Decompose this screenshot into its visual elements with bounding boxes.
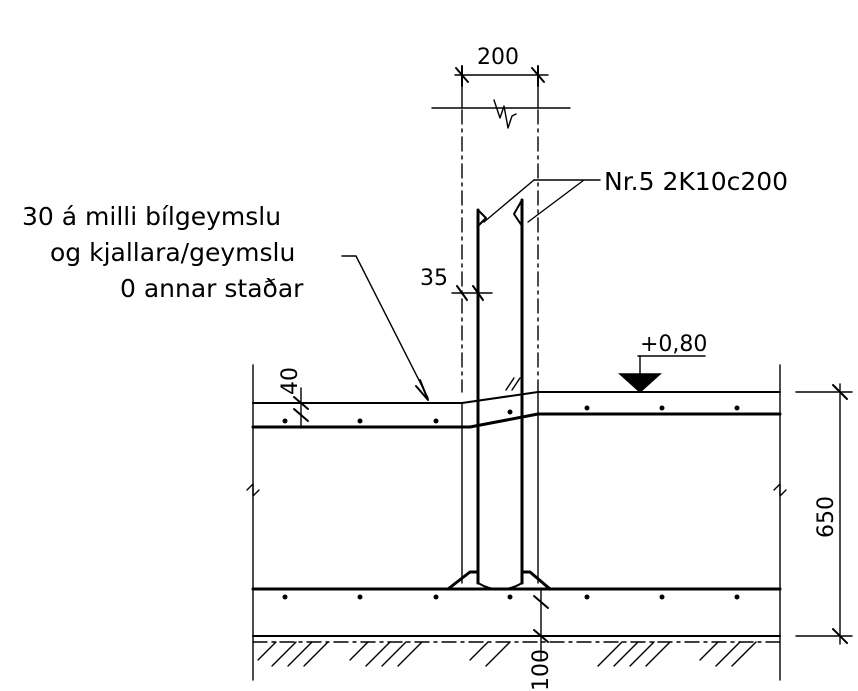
dimension-bottom: 100: [529, 588, 554, 691]
dim-100-label: 100: [529, 649, 554, 691]
dimension-slab-thickness: 650: [795, 383, 853, 645]
ground-hatch: [257, 641, 757, 667]
note-line-1: 30 á milli bílgeymslu: [22, 202, 281, 231]
dim-35-label: 35: [420, 266, 448, 291]
rebar-leader: Nr.5 2K10c200: [483, 167, 788, 223]
rebar-dots-top: [282, 405, 740, 424]
note: 30 á milli bílgeymslu og kjallara/geymsl…: [22, 202, 429, 401]
dim-40-label: 40: [278, 367, 303, 395]
dimension-cover: 35: [420, 266, 493, 301]
wall-outline: [431, 81, 571, 393]
dimension-wall-width: 200: [454, 45, 549, 87]
level-marker: +0,80: [618, 332, 707, 394]
dimension-top-cover: 40: [278, 367, 309, 429]
rebar-label: Nr.5 2K10c200: [604, 167, 788, 196]
level-label: +0,80: [640, 332, 707, 357]
slab: [246, 364, 787, 681]
dim-650-label: 650: [814, 496, 839, 538]
rebar-dots-bottom: [282, 594, 740, 600]
rebar-dowels: [476, 198, 524, 591]
dim-200-label: 200: [477, 45, 519, 70]
note-line-3: 0 annar staðar: [120, 274, 304, 303]
note-line-2: og kjallara/geymslu: [50, 238, 295, 267]
